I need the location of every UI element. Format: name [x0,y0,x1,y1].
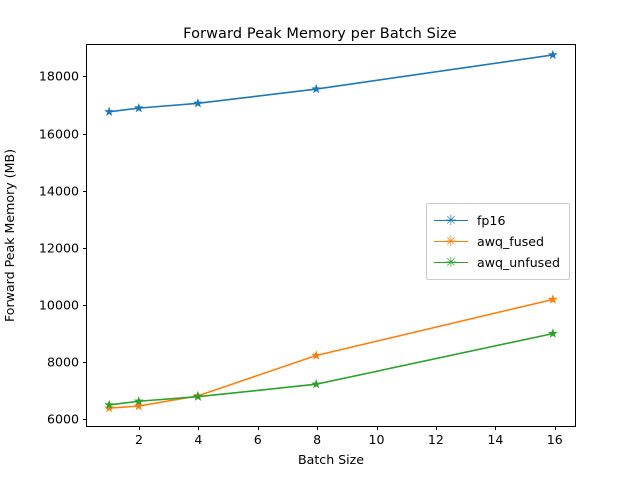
legend-label: awq_fused [477,234,545,249]
data-point-marker [547,328,558,338]
data-point-marker [133,396,144,406]
x-tick-mark [138,426,141,430]
series-awq_fused [104,294,558,413]
legend-swatch-icon: ✳ [434,234,468,250]
data-point-marker [104,399,115,410]
y-tick-mark [83,133,87,135]
data-point-marker [133,102,144,113]
legend-item-awq_unfused[interactable]: ✳ awq_unfused [434,252,560,273]
y-tick-label: 8000 [46,354,79,370]
plot-canvas [104,49,558,413]
x-tick-label: 12 [427,432,444,447]
data-point-marker [547,49,558,60]
series-line-awq_fused [109,298,554,409]
y-tick-label: 12000 [38,240,79,256]
x-tick-mark [257,426,259,430]
x-tick-label: 6 [253,432,262,447]
data-point-marker [104,402,115,413]
y-tick-label: 16000 [38,126,79,142]
y-tick-mark [83,247,87,249]
data-point-marker [547,294,558,304]
x-axis-label: Batch Size [297,452,365,467]
series-fp16 [104,49,558,116]
x-tick-mark [554,426,556,430]
x-tick-label: 16 [546,432,563,447]
x-tick-label: 10 [368,432,385,447]
y-tick-label: 14000 [38,183,79,199]
data-point-marker [311,379,322,389]
x-tick-mark [435,426,437,430]
x-tick-mark [198,426,200,430]
y-tick-label: 10000 [38,297,79,313]
y-tick-mark [83,190,87,192]
legend-label: fp16 [477,213,506,228]
legend-label: awq_unfused [477,255,560,270]
data-point-marker [104,106,115,116]
legend-swatch-icon: ✳ [434,255,468,271]
legend-swatch-icon: ✳ [434,213,468,229]
plot-area: 6000 8000 10000 12000 14000 16000 18000 2 4 6 8 10… [39,44,576,447]
y-tick-mark [83,76,87,78]
legend-item-fp16[interactable]: ✳ fp16 [434,210,560,231]
data-point-marker [311,350,322,360]
x-tick-mark [495,426,497,430]
chart-title: Forward Peak Memory per Batch Size [183,26,457,42]
x-tick-label: 14 [487,432,504,447]
data-point-marker [311,83,322,94]
series-line-fp16 [109,54,553,113]
y-tick-mark [83,305,87,307]
chart-legend: ✳ fp16 ✳ awq_fused ✳ awq_unfused [426,203,570,280]
y-tick-mark [83,362,87,364]
y-axis-label-text: Forward Peak Memory (MB) [2,148,18,323]
x-tick-mark [317,426,319,430]
y-tick-label: 18000 [38,68,79,84]
data-point-marker [133,400,144,411]
y-tick-mark [83,419,87,421]
data-point-marker [192,391,203,401]
legend-item-awq_fused[interactable]: ✳ awq_fused [434,231,560,252]
x-tick-mark [376,426,378,430]
series-line-awq_unfused [109,332,553,406]
x-tick-label: 8 [313,432,322,447]
x-tick-label: 4 [194,432,203,447]
y-axis-label: Forward Peak Memory (MB) [0,44,20,427]
series-awq_unfused [104,328,558,410]
y-tick-label: 6000 [46,411,79,427]
data-point-marker [192,98,203,108]
x-tick-label: 2 [134,432,143,447]
